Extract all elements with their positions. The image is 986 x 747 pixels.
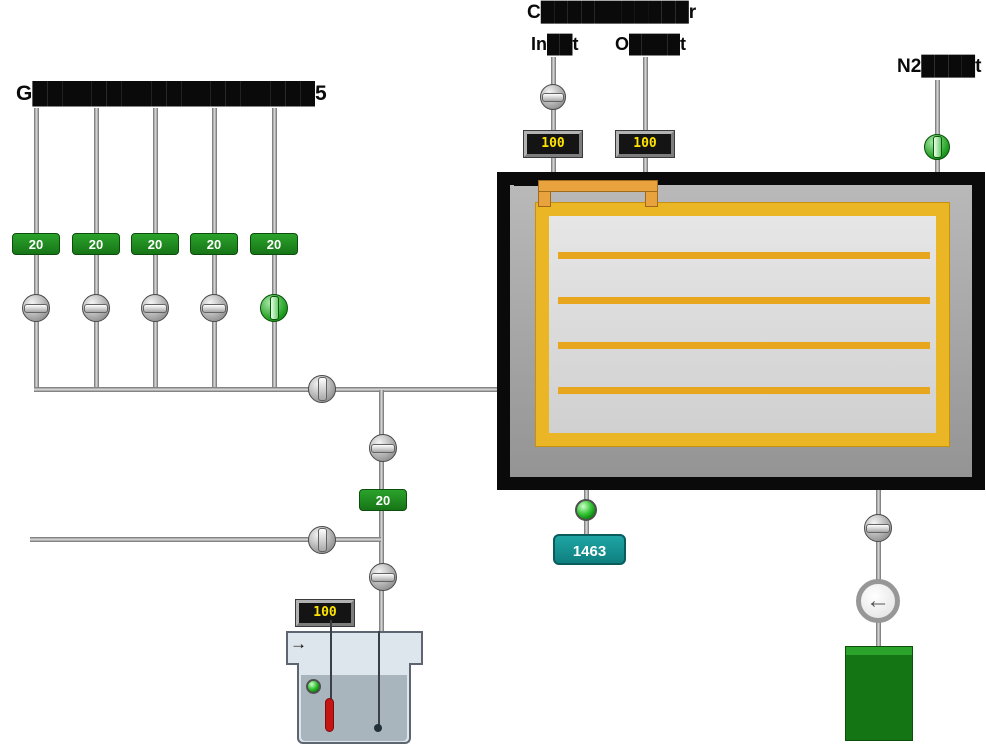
cooling-inlet-pipe — [551, 57, 556, 183]
gas-line-3-valve-icon[interactable] — [141, 294, 169, 322]
bubbler-thermometer — [325, 698, 334, 732]
bubbler-dip-tube — [378, 631, 380, 728]
valve-handle — [318, 377, 327, 401]
manifold-valve-icon[interactable] — [308, 375, 336, 403]
cooling-title-label: C███████████r — [527, 2, 697, 23]
secondary-feed-valve-icon[interactable] — [308, 526, 336, 554]
gas-line-2-valve-icon[interactable] — [82, 294, 110, 322]
gas-line-1-flow-readout[interactable]: 20 — [12, 233, 60, 255]
branch-lower-valve-icon[interactable] — [369, 563, 397, 591]
valve-handle — [542, 93, 564, 102]
cooling-bracket-bar — [538, 180, 658, 192]
cooling-inlet-flow-readout[interactable]: 100 — [523, 130, 583, 158]
furnace-chamber — [549, 216, 936, 433]
exhaust-valve-icon[interactable] — [864, 514, 892, 542]
heater-element-4 — [558, 387, 930, 394]
branch-upper-valve-icon[interactable] — [369, 434, 397, 462]
heater-element-2 — [558, 297, 930, 304]
gas-bank-label: G███████████████████5 — [16, 82, 327, 105]
heater-element-3 — [558, 342, 930, 349]
gas-line-4-valve-icon[interactable] — [200, 294, 228, 322]
furnace-frame-tab — [514, 178, 542, 186]
n2-inlet-pipe — [935, 80, 940, 175]
valve-handle — [866, 524, 890, 533]
bubbler-level-led — [306, 679, 321, 694]
valve-handle — [84, 304, 108, 313]
bubbler-thermowell-tube — [330, 620, 332, 708]
dip-tube-tip — [374, 724, 382, 732]
valve-handle — [371, 573, 395, 582]
valve-handle — [318, 528, 327, 552]
cooling-outlet-pipe — [643, 57, 648, 183]
pump-tank — [845, 646, 913, 741]
cooling-outlet-flow-readout[interactable]: 100 — [615, 130, 675, 158]
valve-handle — [24, 304, 48, 313]
gas-line-3-flow-readout[interactable]: 20 — [131, 233, 179, 255]
branch-flow-readout[interactable]: 20 — [359, 489, 407, 511]
bubbler-branch-pipe — [379, 390, 384, 633]
gas-line-2-flow-readout[interactable]: 20 — [72, 233, 120, 255]
valve-handle — [371, 444, 395, 453]
pump-arrow-icon: ← — [866, 587, 890, 614]
n2-inlet-label: N2████t — [897, 56, 982, 77]
gas-line-5-flow-readout[interactable]: 20 — [250, 233, 298, 255]
secondary-feed-pipe — [30, 537, 381, 542]
cooling-outlet-label: O████t — [615, 34, 687, 54]
gas-line-1-valve-icon[interactable] — [22, 294, 50, 322]
gas-line-5-valve-open-icon[interactable] — [260, 294, 288, 322]
furnace-temperature-readout[interactable]: 1463 — [553, 534, 626, 565]
bubbler-level-readout[interactable]: 100 — [295, 599, 355, 627]
valve-handle — [143, 304, 167, 313]
manifold-pipe — [34, 387, 501, 392]
n2-inlet-valve-open-icon[interactable] — [924, 134, 950, 160]
gas-line-4-flow-readout[interactable]: 20 — [190, 233, 238, 255]
exhaust-pipe — [876, 490, 881, 647]
cooling-inlet-label: In██t — [531, 34, 579, 54]
vacuum-pump-icon[interactable]: ← — [856, 579, 900, 623]
heater-element-1 — [558, 252, 930, 259]
valve-handle — [933, 136, 942, 158]
inflow-arrow-icon: → — [290, 634, 307, 653]
cooling-inlet-valve-icon[interactable] — [540, 84, 566, 110]
valve-handle — [202, 304, 226, 313]
valve-handle — [270, 296, 279, 320]
temp-sensor-led — [575, 499, 597, 521]
